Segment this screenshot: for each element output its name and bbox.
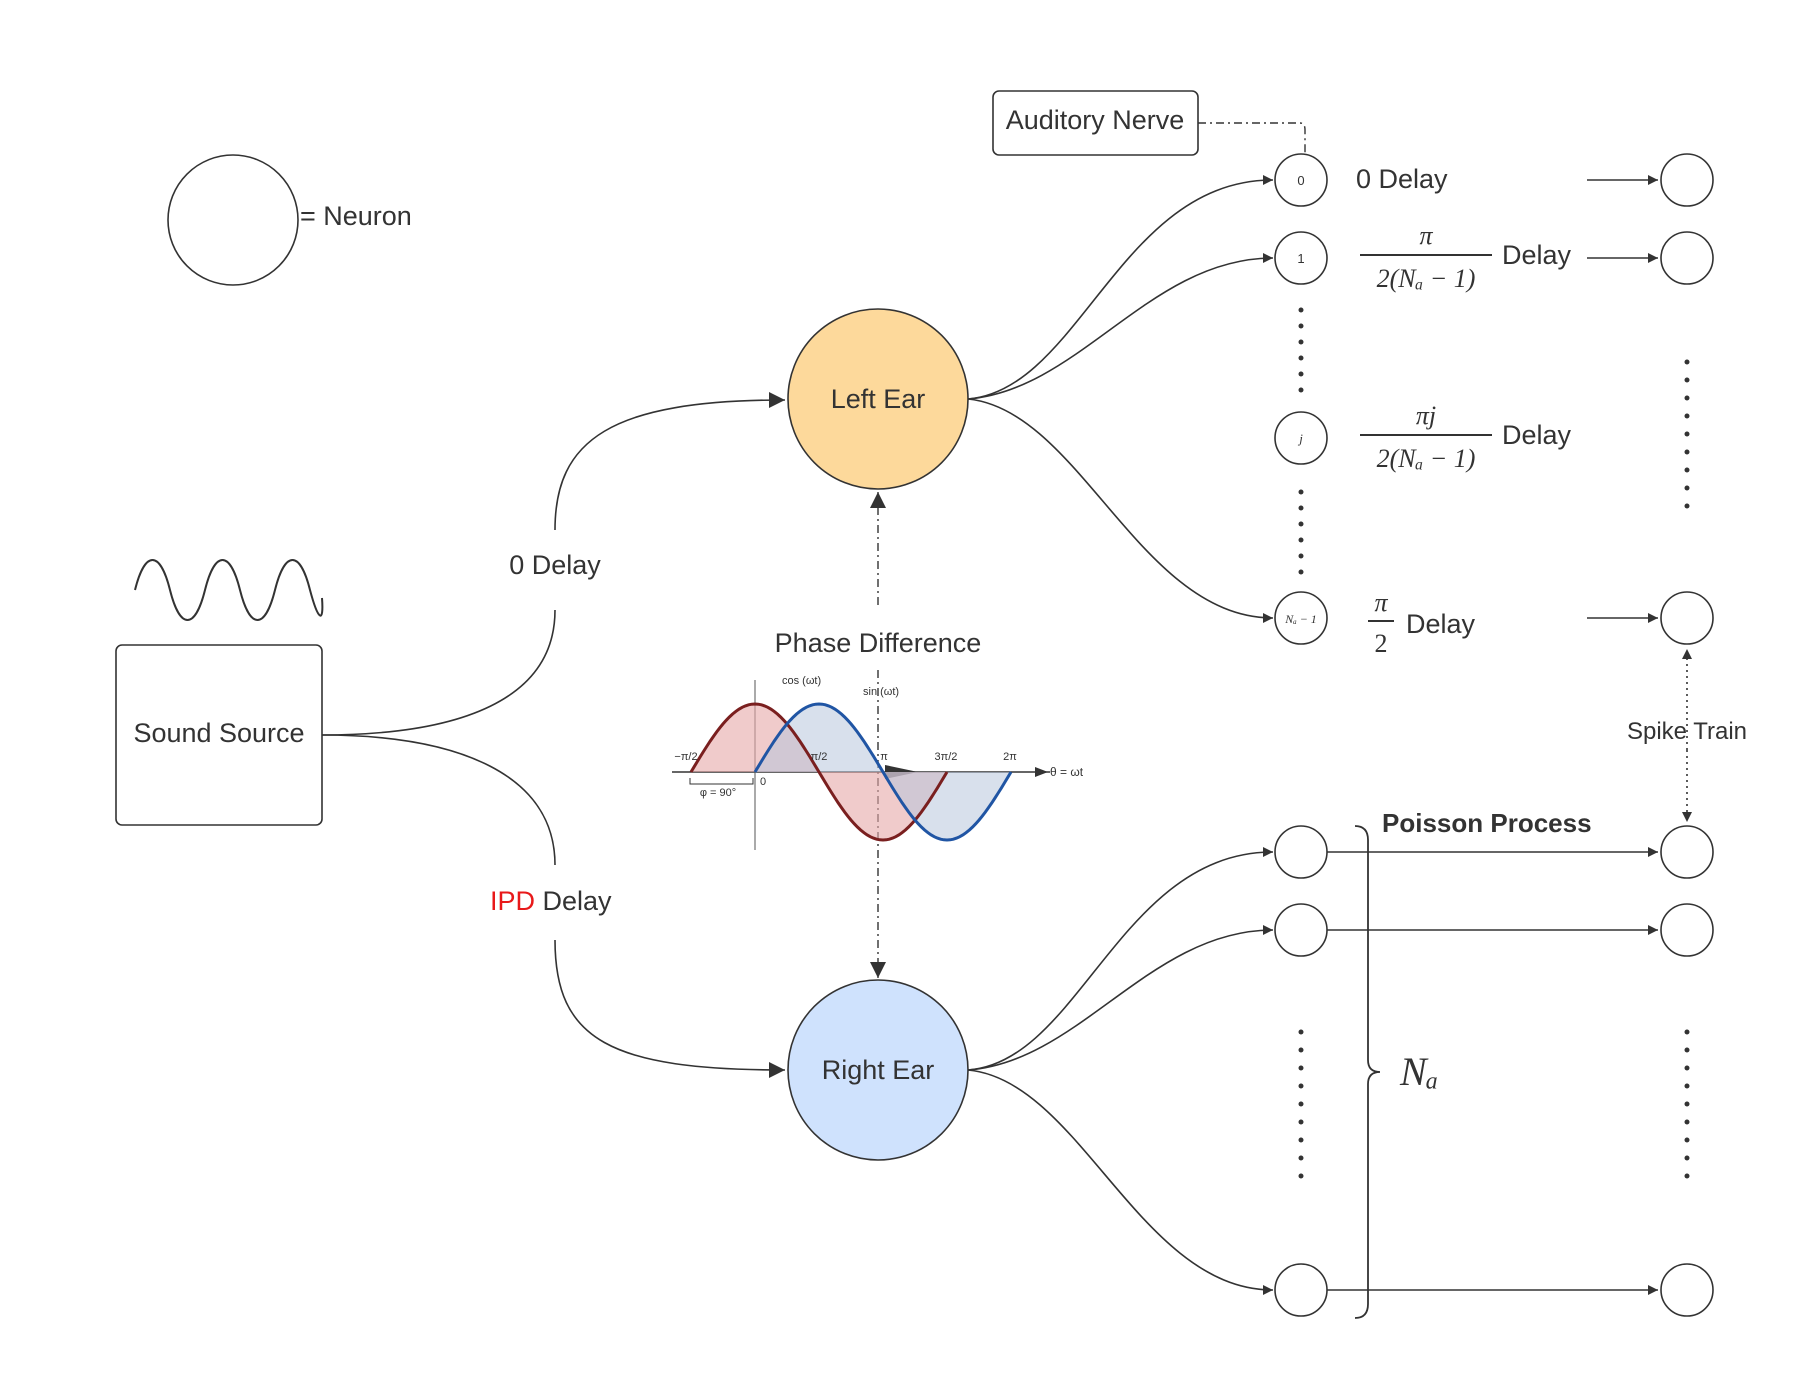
left-delay-label: 0 Delay xyxy=(509,550,601,580)
edge-right-p0 xyxy=(967,847,1274,1071)
output-ellipsis-upper xyxy=(1684,359,1690,509)
edge-left-n1 xyxy=(967,253,1274,400)
sin-curve xyxy=(753,702,1013,842)
cos-label: cos (ωt) xyxy=(782,675,821,687)
auditory-nerve-link xyxy=(1198,122,1306,157)
tick-two-pi: 2π xyxy=(1003,751,1017,763)
nerve-neuron-last: Nₐ − 1 xyxy=(1274,591,1328,645)
poisson-neuron-0 xyxy=(1274,825,1328,879)
poisson-ellipsis xyxy=(1298,1029,1304,1179)
delay-0-label: 0 Delay xyxy=(1356,164,1448,194)
spike-neuron-0 xyxy=(1660,825,1714,879)
nerve-neuron-1: 1 xyxy=(1274,231,1328,285)
right-delay-label: IPD Delay xyxy=(490,886,612,916)
neuron-1-label: 1 xyxy=(1297,251,1304,266)
neuron-1-circle xyxy=(1274,231,1328,285)
neuron-last-label: Nₐ − 1 xyxy=(1284,612,1317,626)
poisson-process-label: Poisson Process xyxy=(1382,808,1592,838)
nerve-ellipsis-lower xyxy=(1298,489,1304,575)
edge-source-right-upper xyxy=(321,734,556,866)
neuron-last-circle xyxy=(1274,591,1328,645)
delay-1-denominator: 2(Nₐ − 1) xyxy=(1377,264,1476,293)
edge-right-plast xyxy=(967,1069,1274,1295)
cos-curve xyxy=(689,702,949,842)
neuron-j-circle xyxy=(1274,411,1328,465)
delay-j-word: Delay xyxy=(1502,420,1572,450)
spike-neuron-1 xyxy=(1660,903,1714,957)
na-label: Nₐ xyxy=(1399,1049,1438,1094)
edge-left-nlast xyxy=(967,398,1274,623)
delay-1-word: Delay xyxy=(1502,240,1572,270)
delay-1-numerator: π xyxy=(1419,221,1433,250)
tick-neg-half-pi: −π/2 xyxy=(674,751,697,763)
poisson-neuron-last xyxy=(1274,1263,1328,1317)
edge-left-n0 xyxy=(967,175,1274,400)
sound-wave-icon xyxy=(134,559,324,621)
sound-source-label: Sound Source xyxy=(133,718,304,748)
legend-neuron-icon xyxy=(167,154,299,286)
poisson-neuron-1 xyxy=(1274,903,1328,957)
nerve-neuron-0: 0 xyxy=(1274,153,1328,207)
tick-pi: π xyxy=(880,751,888,763)
sound-source: Sound Source xyxy=(115,559,324,826)
delay-j-fraction: πj 2(Nₐ − 1) xyxy=(1360,401,1492,473)
spike-train-label: Spike Train xyxy=(1627,718,1747,745)
delay-last-word: Delay xyxy=(1406,609,1476,639)
neuron-j-label: j xyxy=(1297,431,1303,446)
phase-axis-label: θ = ωt xyxy=(1050,765,1084,779)
phase-brace xyxy=(689,778,754,785)
edge-right-p1 xyxy=(967,925,1274,1071)
phase-difference-title: Phase Difference xyxy=(775,628,982,658)
delay-1-fraction: π 2(Nₐ − 1) xyxy=(1360,221,1492,293)
spike-ellipsis xyxy=(1684,1029,1690,1179)
delay-last-fraction: π 2 xyxy=(1368,588,1394,658)
sin-label: sin (ωt) xyxy=(863,686,899,698)
delay-text: Delay xyxy=(543,886,613,916)
legend: = Neuron xyxy=(167,154,412,286)
nerve-ellipsis-upper xyxy=(1298,307,1304,393)
edge-source-left-upper xyxy=(554,392,786,531)
spike-neuron-last xyxy=(1660,1263,1714,1317)
edge-source-left-lower xyxy=(321,609,556,736)
phase-graph: cos (ωt) sin (ωt) θ = ωt −π/2 0 π/2 π 3π… xyxy=(672,675,1084,850)
legend-label: = Neuron xyxy=(300,201,412,231)
right-ear-label: Right Ear xyxy=(822,1055,935,1085)
delay-j-denominator: 2(Nₐ − 1) xyxy=(1377,444,1476,473)
output-neuron-1 xyxy=(1660,231,1714,285)
phase-note: φ = 90° xyxy=(700,787,736,799)
tick-half-pi: π/2 xyxy=(811,751,828,763)
delay-last-numerator: π xyxy=(1374,588,1388,617)
tick-three-half-pi: 3π/2 xyxy=(935,751,958,763)
nerve-neuron-j: j xyxy=(1274,411,1328,465)
phase-axis-arrow-icon xyxy=(1035,767,1048,777)
output-neuron-last xyxy=(1660,591,1714,645)
neuron-0-label: 0 xyxy=(1297,173,1304,188)
output-neuron-0 xyxy=(1660,153,1714,207)
delay-last-denominator: 2 xyxy=(1375,629,1388,658)
na-brace xyxy=(1354,825,1381,1319)
edge-source-right-lower xyxy=(554,939,786,1078)
ipd-text: IPD xyxy=(490,886,535,916)
tick-zero: 0 xyxy=(760,776,766,788)
delay-j-numerator: πj xyxy=(1416,401,1436,430)
auditory-nerve-label: Auditory Nerve xyxy=(1006,105,1185,135)
neuron-0-circle xyxy=(1274,153,1328,207)
left-ear-label: Left Ear xyxy=(831,384,926,414)
